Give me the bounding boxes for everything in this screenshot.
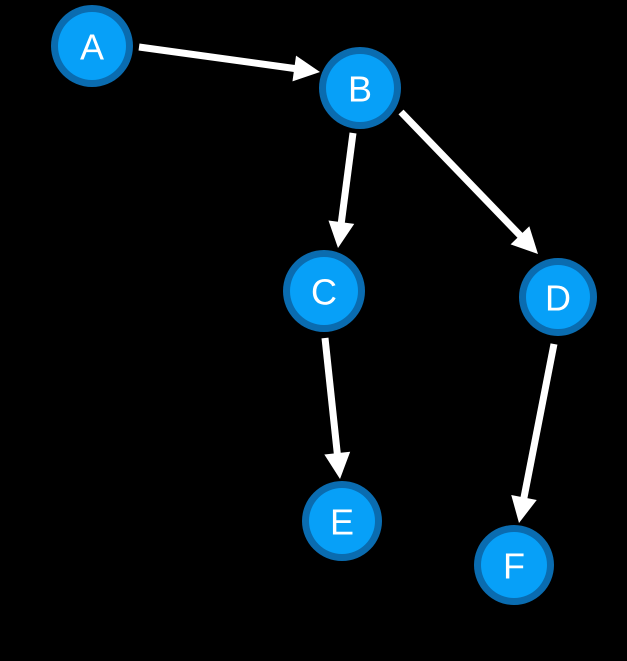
- graph-node-f[interactable]: F: [474, 525, 554, 605]
- arrowhead-icon: [292, 55, 320, 82]
- node-label: D: [545, 278, 571, 319]
- node-label: F: [503, 546, 525, 587]
- graph-node-e[interactable]: E: [302, 481, 382, 561]
- edge-line: [138, 43, 298, 73]
- edge-line: [519, 343, 558, 502]
- graph-node-b[interactable]: B: [319, 47, 401, 129]
- node-fill: [290, 257, 358, 325]
- node-label: A: [80, 27, 104, 68]
- node-fill: [481, 532, 547, 598]
- edge-line: [398, 109, 525, 240]
- edge-line: [337, 132, 357, 226]
- node-fill: [326, 54, 394, 122]
- arrowhead-icon: [328, 220, 355, 248]
- edges-layer: [138, 43, 558, 523]
- node-label: B: [348, 69, 372, 110]
- arrowhead-icon: [510, 226, 538, 254]
- edge-a-b[interactable]: [138, 43, 320, 82]
- node-label: C: [311, 272, 337, 313]
- edge-b-c[interactable]: [328, 132, 357, 248]
- graph-node-d[interactable]: D: [519, 258, 597, 336]
- edge-line: [321, 337, 342, 457]
- graph-node-a[interactable]: A: [51, 5, 133, 87]
- node-fill: [309, 488, 375, 554]
- edge-d-f[interactable]: [511, 343, 558, 523]
- edge-c-e[interactable]: [321, 337, 351, 479]
- node-fill: [526, 265, 590, 329]
- graph-node-c[interactable]: C: [283, 250, 365, 332]
- node-fill: [58, 12, 126, 80]
- arrowhead-icon: [511, 494, 537, 523]
- edge-b-d[interactable]: [398, 109, 538, 254]
- nodes-layer: A B C D E F: [51, 5, 597, 605]
- node-label: E: [330, 502, 354, 543]
- arrowhead-icon: [324, 451, 351, 479]
